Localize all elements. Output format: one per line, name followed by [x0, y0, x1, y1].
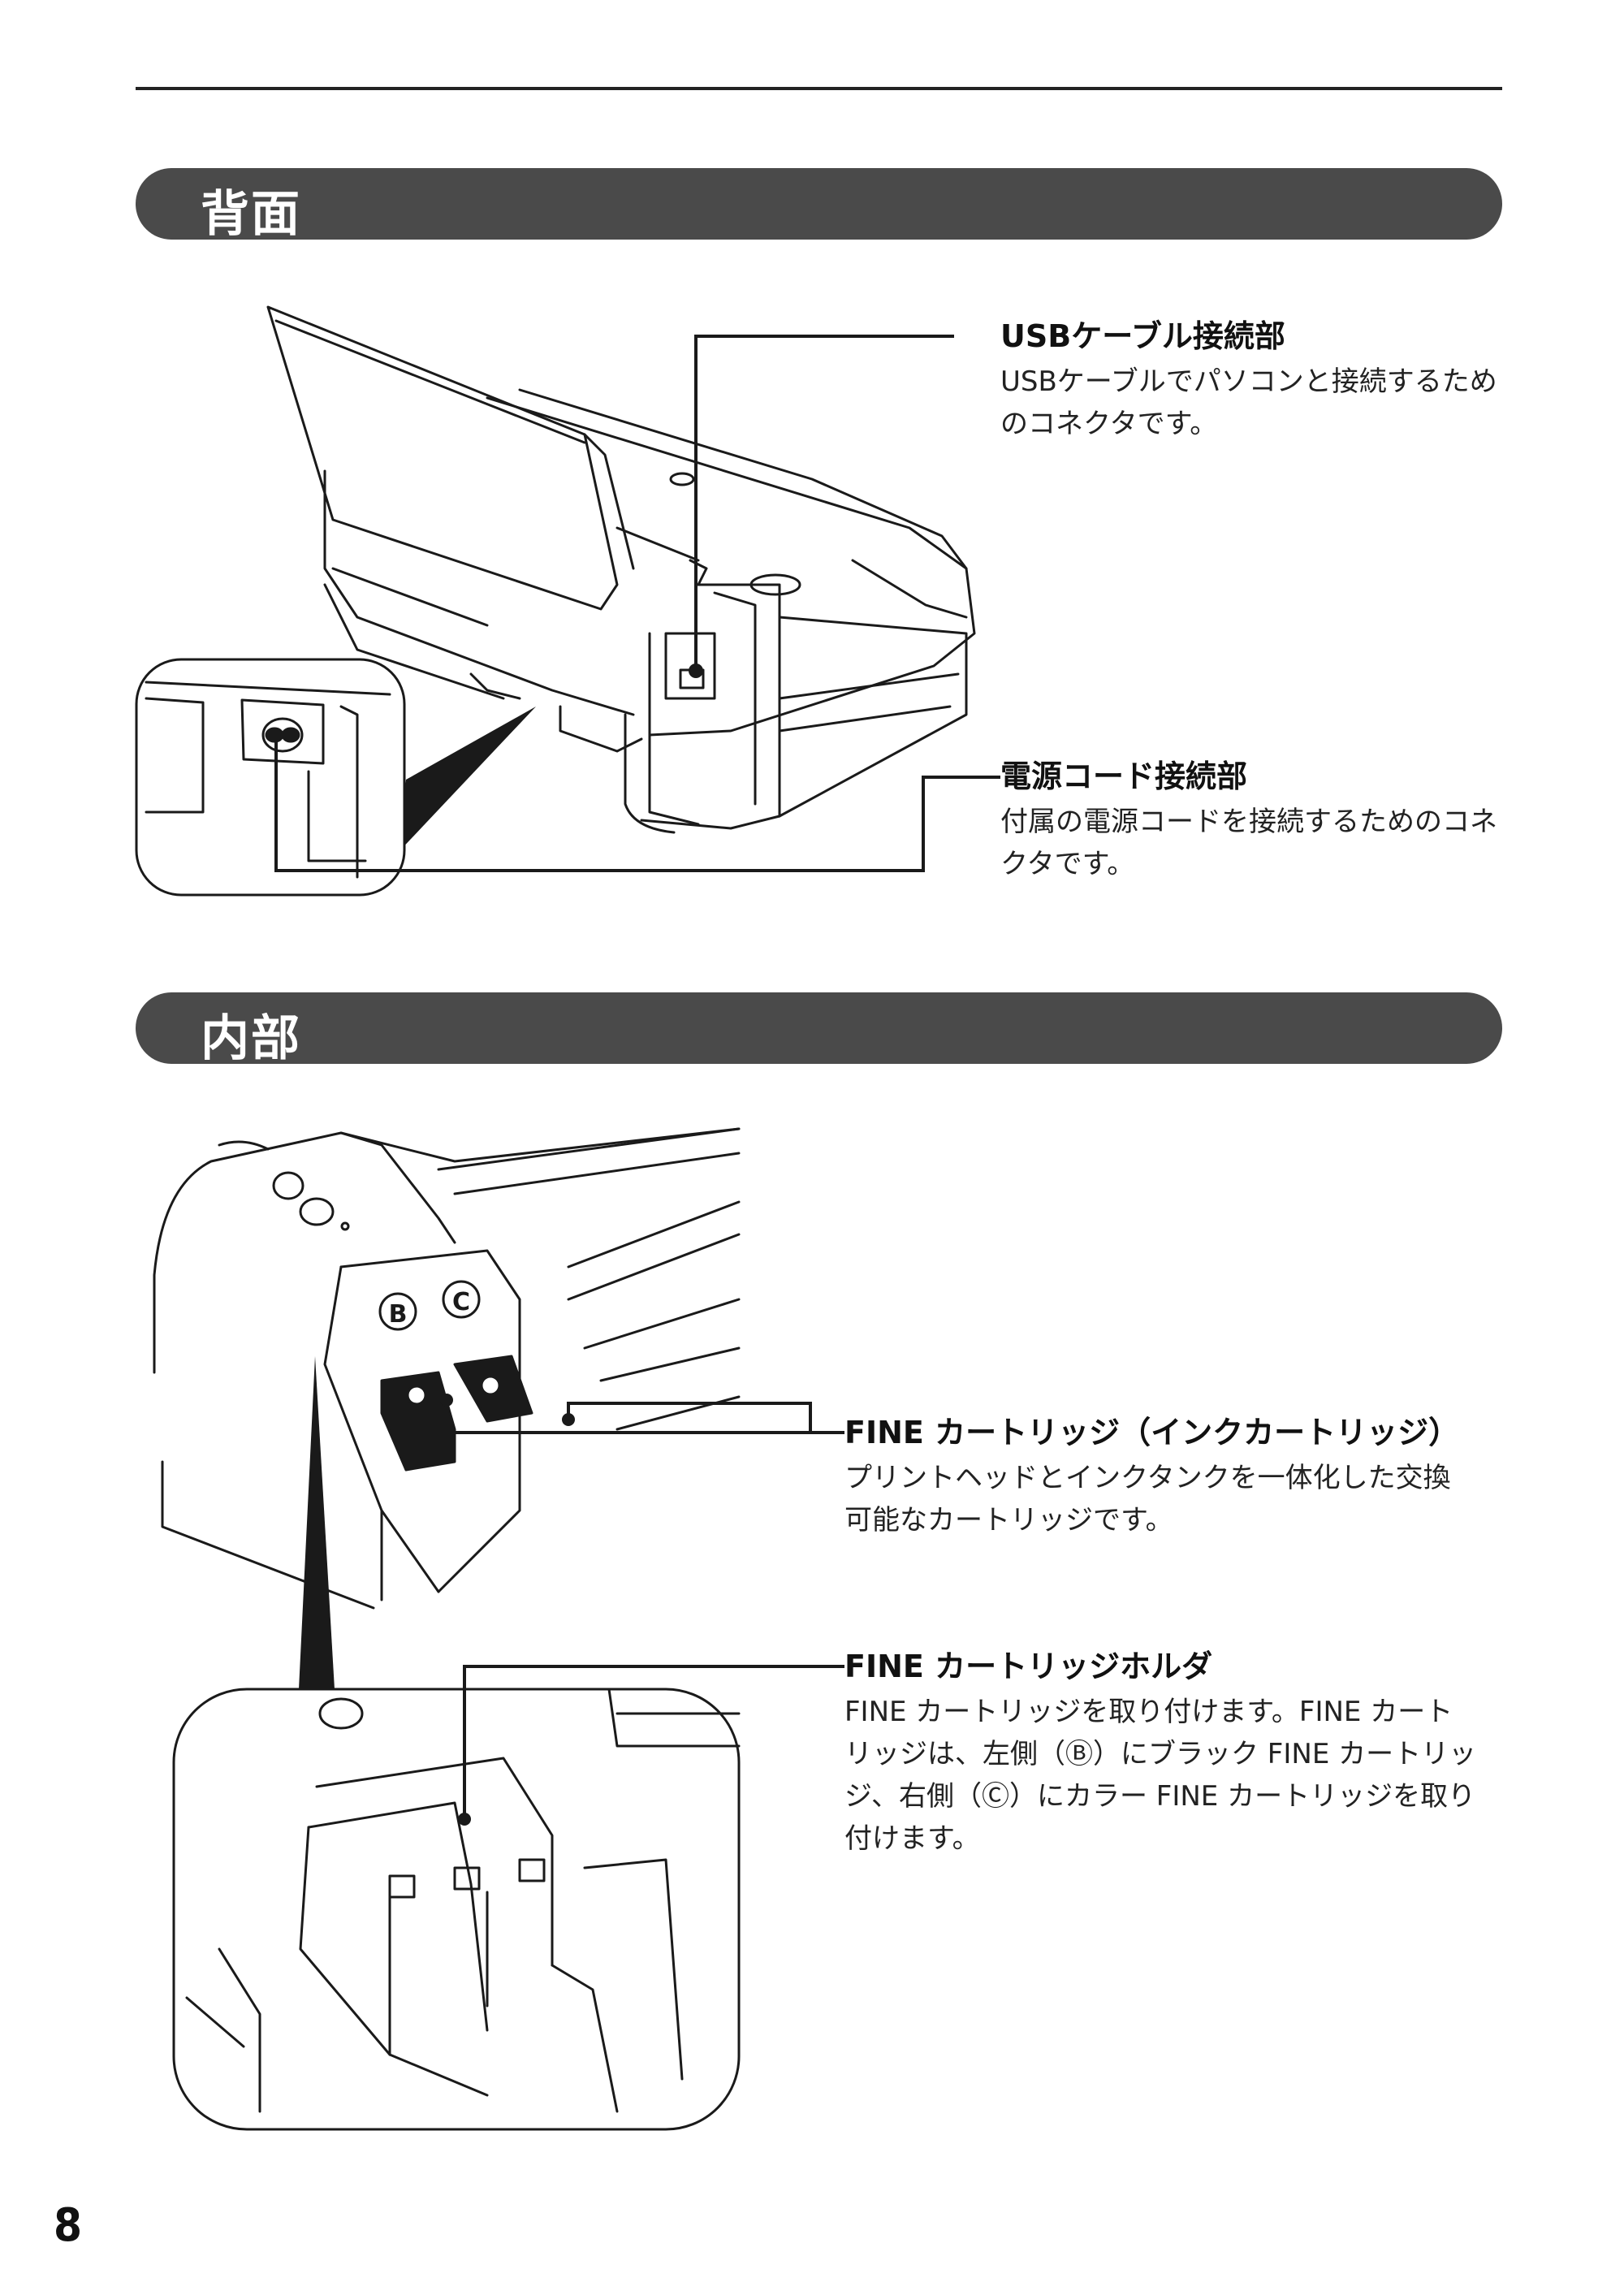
- callout-cartridge: FINE カートリッジ（インクカートリッジ） プリントヘッドとインクタンクを一体…: [844, 1411, 1478, 1541]
- cartridge-holder-zoom: [172, 1688, 741, 2131]
- black-slot-label: B: [389, 1300, 408, 1329]
- callout-title: FINE カートリッジ（インクカートリッジ）: [844, 1415, 1460, 1450]
- callout-description: USBケーブルでパソコンと接続するためのコネクタです。: [1000, 365, 1497, 440]
- printer-rear-illustration: [266, 305, 976, 834]
- power-connector-zoom: [135, 658, 406, 897]
- section-title: 背面: [201, 186, 301, 243]
- callout-description: プリントヘッドとインクタンクを一体化した交換可能なカートリッジです。: [844, 1462, 1451, 1536]
- callout-title: 電源コード接続部: [1000, 759, 1248, 794]
- callout-description: 付属の電源コードを接続するためのコネクタです。: [1000, 806, 1497, 880]
- leader-lines: [274, 335, 1000, 1819]
- section-title: 内部: [201, 1010, 301, 1067]
- callout-title: FINE カートリッジホルダ: [844, 1649, 1213, 1684]
- top-rule: [136, 87, 1502, 90]
- section-header-rear: 背面: [136, 168, 1502, 243]
- printer-interior-illustration: [153, 1127, 741, 1610]
- section-header-interior: 内部: [136, 992, 1502, 1067]
- color-slot-label: C: [452, 1288, 470, 1316]
- callout-title: USBケーブル接続部: [1000, 318, 1285, 354]
- callout-power: 電源コード接続部 付属の電源コードを接続するためのコネクタです。: [1000, 755, 1504, 885]
- callout-description: FINE カートリッジを取り付けます。FINE カートリッジは、左側（Ⓑ）にブラ…: [844, 1696, 1477, 1855]
- callout-holder: FINE カートリッジホルダ FINE カートリッジを取り付けます。FINE カ…: [844, 1645, 1478, 1860]
- callout-usb: USBケーブル接続部 USBケーブルでパソコンと接続するためのコネクタです。: [1000, 315, 1504, 445]
- page-number: 8: [54, 2199, 83, 2252]
